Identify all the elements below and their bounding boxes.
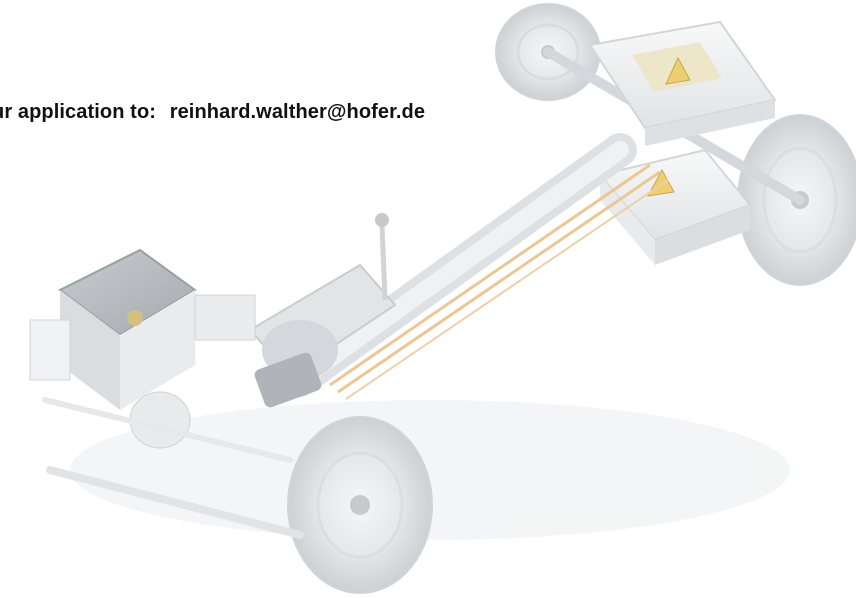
front-wheel [287,416,433,594]
engine [29,248,256,449]
application-contact-line: ur application to: reinhard.walther@hofe… [0,101,425,124]
application-text: ur application to: [0,101,157,123]
rear-battery [588,20,777,146]
transmission [248,263,397,408]
contact-email[interactable]: reinhard.walther@hofer.de [169,101,426,123]
